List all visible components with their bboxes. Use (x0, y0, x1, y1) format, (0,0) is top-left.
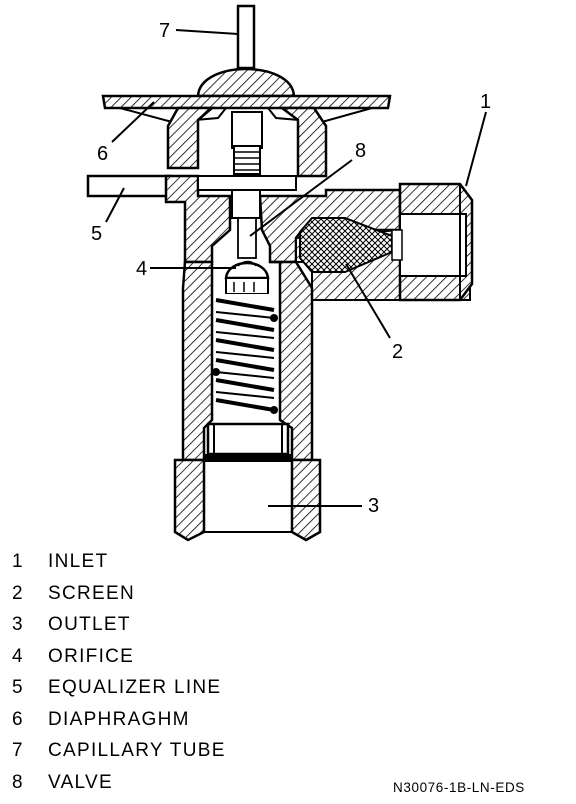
expansion-valve-diagram: 7 6 5 4 8 1 2 3 (86, 4, 491, 542)
inlet-fitting (398, 182, 474, 302)
legend-label: CAPILLARY TUBE (48, 740, 226, 761)
legend-item: 7 CAPILLARY TUBE (12, 735, 226, 767)
legend-label: VALVE (48, 771, 113, 793)
svg-text:3: 3 (368, 495, 379, 517)
screen (299, 217, 403, 273)
legend-item: 6 DIAPHRAGHM (12, 704, 226, 736)
spring (212, 294, 278, 422)
legend-number: 1 (12, 551, 24, 572)
adjusting-plug (204, 422, 292, 462)
equalizer-line (86, 174, 172, 198)
svg-text:2: 2 (392, 341, 403, 363)
svg-text:4: 4 (136, 258, 147, 280)
legend-item: 3 OUTLET (12, 609, 226, 641)
svg-text:5: 5 (91, 223, 102, 245)
legend-number: 5 (12, 677, 24, 698)
legend-label: SCREEN (48, 582, 135, 604)
callout-3: 3 (268, 495, 379, 517)
legend-number: 8 (12, 771, 24, 793)
legend-number: 6 (12, 708, 24, 730)
parts-legend: 1 INLET 2 SCREEN 3 OUTLET 4 ORIFICE 5 EQUALIZ… (12, 546, 226, 798)
outlet (173, 458, 322, 542)
callout-6: 6 (97, 101, 155, 165)
callout-2: 2 (345, 263, 403, 363)
legend-number: 7 (12, 740, 24, 761)
callout-8: 8 (249, 140, 366, 237)
svg-text:6: 6 (97, 143, 108, 165)
legend-label: INLET (48, 551, 109, 572)
diaphragm (101, 94, 392, 124)
upper-housing (166, 106, 328, 178)
legend-item: 2 SCREEN (12, 578, 226, 610)
lower-housing (181, 260, 314, 462)
callout-4: 4 (136, 258, 236, 280)
legend-item: 5 EQUALIZER LINE (12, 672, 226, 704)
legend-item: 1 INLET (12, 546, 226, 578)
figure-code: N30076-1B-LN-EDS (393, 780, 525, 795)
legend-item: 4 ORIFICE (12, 641, 226, 673)
svg-text:8: 8 (355, 140, 366, 162)
callout-5: 5 (91, 187, 125, 245)
diaphragm-dome (196, 67, 296, 98)
legend-label: ORIFICE (48, 645, 135, 667)
legend-item: 8 VALVE (12, 767, 226, 799)
legend-number: 4 (12, 645, 24, 667)
callout-1: 1 (465, 91, 491, 187)
legend-label: EQUALIZER LINE (48, 677, 222, 698)
legend-number: 2 (12, 582, 24, 604)
svg-text:1: 1 (480, 91, 491, 113)
svg-text:7: 7 (159, 20, 170, 42)
legend-label: OUTLET (48, 614, 131, 635)
capillary-tube (236, 4, 256, 70)
legend-number: 3 (12, 614, 24, 635)
valve-ball (224, 260, 270, 295)
callout-7: 7 (159, 20, 239, 42)
legend-label: DIAPHRAGHM (48, 708, 190, 730)
